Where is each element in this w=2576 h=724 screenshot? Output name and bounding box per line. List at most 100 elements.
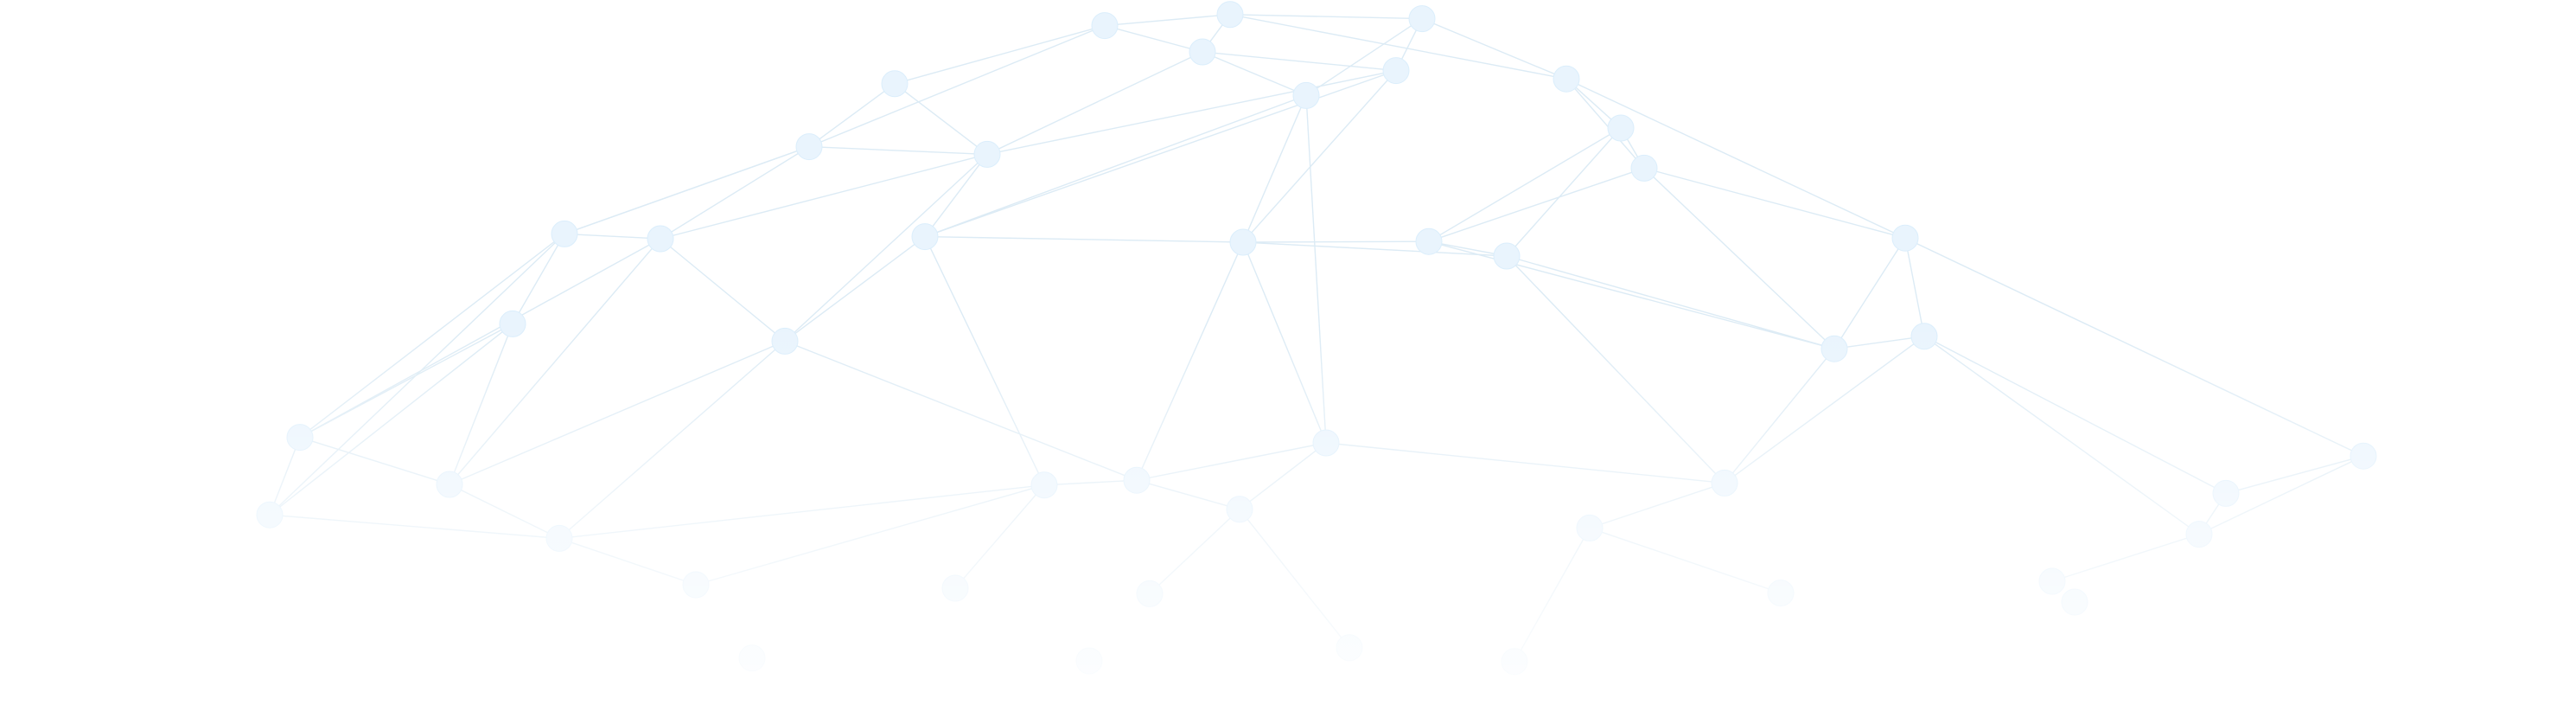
mesh-node (1820, 335, 1848, 362)
mesh-node (1312, 429, 1340, 457)
mesh-node (1576, 514, 1604, 541)
mesh-edge (784, 340, 1138, 481)
mesh-edge (1149, 509, 1240, 594)
mesh-edge (1043, 479, 1138, 486)
mesh-edge (808, 83, 896, 148)
mesh-node (499, 310, 526, 337)
mesh-node (1189, 38, 1216, 66)
mesh-node (647, 225, 674, 253)
mesh-node (1292, 81, 1320, 109)
mesh-edge (660, 146, 810, 240)
mesh-edge (299, 233, 565, 439)
mesh-node (682, 571, 710, 599)
mesh-edge (269, 514, 560, 540)
mesh-node (551, 220, 578, 247)
mesh-edge (1136, 479, 1240, 510)
mesh-edge (1239, 442, 1327, 510)
mesh-edge (660, 238, 786, 342)
mesh-edge (1589, 482, 1725, 529)
mesh-node (771, 327, 799, 355)
mesh-edge (1136, 241, 1244, 481)
mesh-edge (784, 153, 988, 342)
mesh-edge (1428, 167, 1645, 242)
mesh-edge (1589, 527, 1782, 594)
mesh-edge (924, 236, 1045, 486)
mesh-node (881, 70, 909, 98)
mesh-edge (986, 51, 1203, 156)
mesh-edge (924, 153, 988, 238)
mesh-edge (695, 484, 1045, 586)
mesh-node (1553, 65, 1580, 93)
mesh-edge (558, 537, 697, 586)
mesh-edge (558, 484, 1045, 540)
mesh-edge (1242, 70, 1397, 243)
mesh-edge (449, 238, 661, 485)
mesh-edge (269, 233, 565, 516)
mesh-node (1910, 323, 1938, 350)
mesh-edge (1325, 442, 1725, 484)
mesh-edge (1904, 238, 1925, 336)
mesh-edge (1506, 255, 1725, 484)
mesh-edge (1643, 167, 1906, 239)
mesh-edge (1229, 14, 1423, 20)
mesh-edge (564, 145, 810, 235)
mesh-node (256, 501, 284, 529)
mesh-edge (808, 145, 988, 156)
mesh-edge (1421, 17, 1567, 80)
mesh-edge (1833, 237, 1906, 349)
mesh-edge (986, 69, 1397, 156)
mesh-node (2038, 567, 2066, 595)
mesh-edge (564, 233, 661, 240)
mesh-node (1767, 580, 1795, 607)
mesh-edge (1239, 509, 1350, 649)
mesh-edge (299, 323, 513, 439)
mesh-node (1501, 648, 1528, 676)
mesh-node (1136, 580, 1164, 607)
mesh-edge (1428, 127, 1622, 242)
mesh-node (1216, 1, 1244, 29)
mesh-edge (512, 234, 565, 324)
mesh-node (286, 424, 314, 452)
mesh-edge (1724, 336, 1925, 484)
mesh-edge (269, 323, 513, 516)
mesh-edge (2051, 533, 2200, 582)
mesh-node (2212, 479, 2240, 507)
mesh-edge (1242, 240, 1430, 243)
mesh-edge (1506, 127, 1622, 257)
mesh-edge (1136, 442, 1327, 481)
mesh-node (941, 574, 969, 602)
mesh-edge (1104, 14, 1231, 27)
mesh-edge (299, 436, 450, 485)
mesh-node (545, 524, 573, 552)
mesh-node (973, 140, 1001, 168)
mesh-node (1382, 57, 1410, 85)
mesh-node (1607, 114, 1635, 142)
mesh-node (2350, 442, 2377, 470)
mesh-node (436, 471, 463, 498)
mesh-edge (1565, 78, 1906, 239)
mesh-node (2185, 521, 2213, 548)
mesh-node (1630, 154, 1658, 182)
mesh-edge (808, 24, 1106, 148)
mesh-node (1891, 224, 1919, 252)
mesh-edge (894, 83, 988, 155)
mesh-node (911, 223, 939, 251)
mesh-node (795, 133, 823, 161)
mesh-edges (269, 14, 2364, 663)
mesh-edge (894, 24, 1106, 85)
mesh-edge (1305, 95, 1327, 444)
mesh-node (2061, 588, 2088, 616)
mesh-node (738, 644, 766, 672)
mesh-edge (1428, 240, 1835, 349)
mesh-edge (1904, 237, 2364, 457)
mesh-edge (558, 340, 786, 539)
mesh-edge (660, 153, 988, 240)
mesh-edge (1724, 348, 1835, 484)
mesh-node (1229, 228, 1257, 256)
mesh-edge (954, 484, 1045, 589)
mesh-node (1030, 471, 1058, 499)
mesh-edge (1202, 51, 1307, 97)
mesh-node (1415, 227, 1443, 255)
